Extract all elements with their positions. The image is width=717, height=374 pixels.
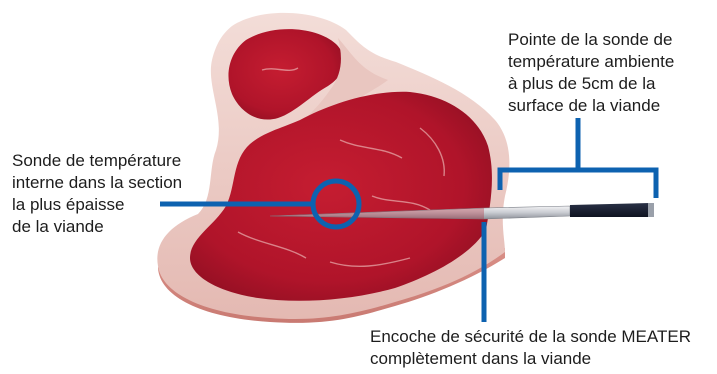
internal-sensor-line: la plus épaisse bbox=[12, 194, 182, 216]
ambient-tip-bracket bbox=[500, 170, 656, 198]
safety-notch-label: Encoche de sécurité de la sonde MEATER c… bbox=[370, 326, 691, 370]
internal-sensor-line: Sonde de température bbox=[12, 150, 182, 172]
internal-sensor-label: Sonde de température interne dans la sec… bbox=[12, 150, 182, 238]
probe-handle bbox=[570, 203, 652, 217]
ambient-tip-line: Pointe de la sonde de bbox=[508, 29, 674, 51]
ambient-tip-line: surface de la viande bbox=[508, 95, 674, 117]
ambient-tip-line: température ambiente bbox=[508, 51, 674, 73]
probe-tip-cap bbox=[648, 203, 654, 217]
internal-sensor-line: interne dans la section bbox=[12, 172, 182, 194]
internal-sensor-line: de la viande bbox=[12, 216, 182, 238]
safety-notch-line: complètement dans la viande bbox=[370, 348, 691, 370]
ambient-tip-label: Pointe de la sonde de température ambien… bbox=[508, 29, 674, 117]
safety-notch-line: Encoche de sécurité de la sonde MEATER bbox=[370, 326, 691, 348]
ambient-tip-line: à plus de 5cm de la bbox=[508, 73, 674, 95]
